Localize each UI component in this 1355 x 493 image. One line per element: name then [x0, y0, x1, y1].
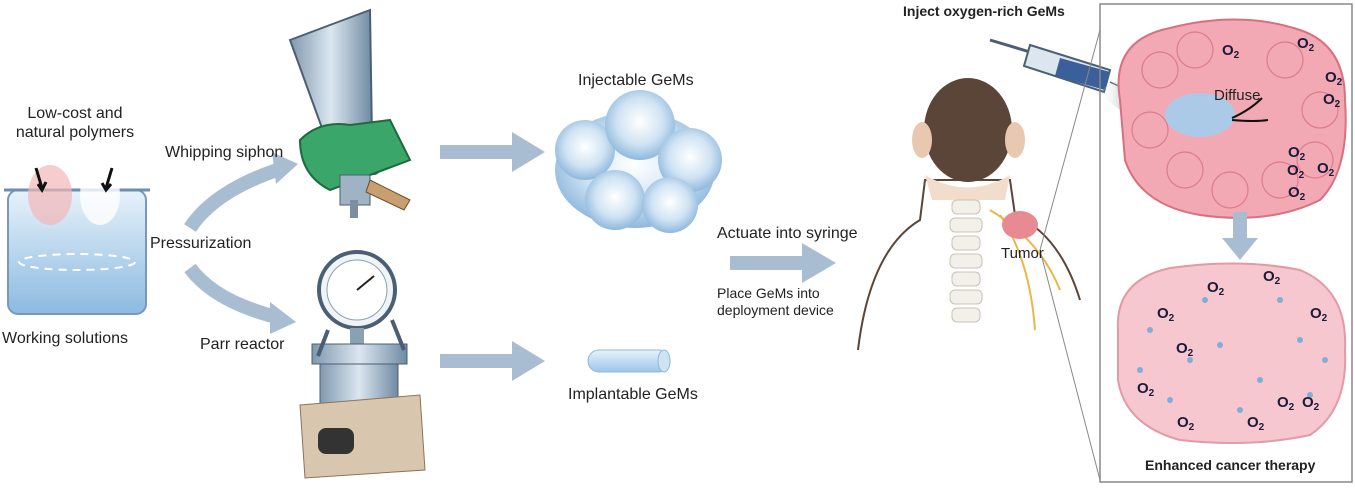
arrow-to-patient: [730, 243, 836, 283]
parr-reactor-label: Parr reactor: [200, 336, 285, 353]
implantable-gems-label: Implantable GeMs: [568, 386, 698, 403]
inject-label: Inject oxygen-rich GeMs: [903, 3, 1065, 19]
implant-cylinder-icon: [587, 349, 671, 373]
o2-label: O2: [1277, 394, 1295, 413]
magnified-panel: [1099, 3, 1353, 483]
actuate-label: Actuate into syringe: [717, 225, 858, 242]
o2-label: O2: [1263, 268, 1281, 287]
o2-label: O2: [1288, 184, 1306, 203]
o2-label: O2: [1288, 144, 1306, 163]
whipping-siphon-label: Whipping siphon: [165, 144, 284, 161]
arrow-to-implantable: [440, 341, 545, 381]
o2-label: O2: [1297, 35, 1315, 54]
o2-label: O2: [1247, 414, 1265, 433]
polymers-label: Low-cost and natural polymers: [15, 105, 135, 141]
parr-reactor-icon: [299, 250, 426, 479]
o2-label: O2: [1176, 340, 1194, 359]
o2-label: O2: [1137, 380, 1155, 399]
zoom-line: [1039, 29, 1101, 251]
down-arrow-icon: [34, 167, 44, 189]
whipping-siphon-icon: [288, 8, 412, 218]
o2-label: O2: [1310, 305, 1328, 324]
o2-markers-bottom: O2 O2 O2 O2 O2 O2 O2 O2 O2 O2: [1137, 268, 1328, 433]
injectable-gems-label: Injectable GeMs: [578, 72, 694, 89]
tumor-tissue-icon: [1117, 18, 1347, 219]
o2-label: O2: [1325, 69, 1343, 88]
arrow-to-therapy: [1222, 212, 1258, 260]
patient-head-icon: [857, 78, 1081, 351]
o2-label: O2: [1317, 160, 1335, 179]
tumor-label: Tumor: [1001, 245, 1044, 262]
beaker-icon: [4, 165, 150, 315]
o2-label: O2: [1177, 414, 1195, 433]
o2-label: O2: [1157, 305, 1175, 324]
o2-label: O2: [1222, 42, 1240, 61]
foam-cloud-icon: [555, 90, 722, 233]
o2-label: O2: [1207, 279, 1225, 298]
diffuse-arrow: [1231, 97, 1263, 119]
down-arrow-icon: [104, 167, 114, 189]
o2-label: O2: [1302, 394, 1320, 413]
working-solutions-label: Working solutions: [2, 330, 128, 347]
arrow-to-injectable: [440, 132, 545, 172]
o2-label: O2: [1323, 91, 1341, 110]
o2-markers-top: O2 O2 O2 O2 O2 O2 O2 O2: [1222, 35, 1343, 203]
enhanced-therapy-label: Enhanced cancer therapy: [1145, 457, 1316, 473]
pressurization-label: Pressurization: [150, 235, 252, 252]
tumor-mass: [1002, 211, 1038, 239]
place-gems-label: Place GeMs into deployment device: [717, 285, 834, 318]
zoom-line: [1039, 249, 1101, 481]
diffuse-label: Diffuse: [1214, 87, 1261, 104]
curved-arrow-down: [184, 263, 282, 325]
curved-arrow-up: [184, 161, 286, 233]
o2-label: O2: [1287, 162, 1305, 181]
therapy-tissue-icon: [1116, 262, 1347, 445]
